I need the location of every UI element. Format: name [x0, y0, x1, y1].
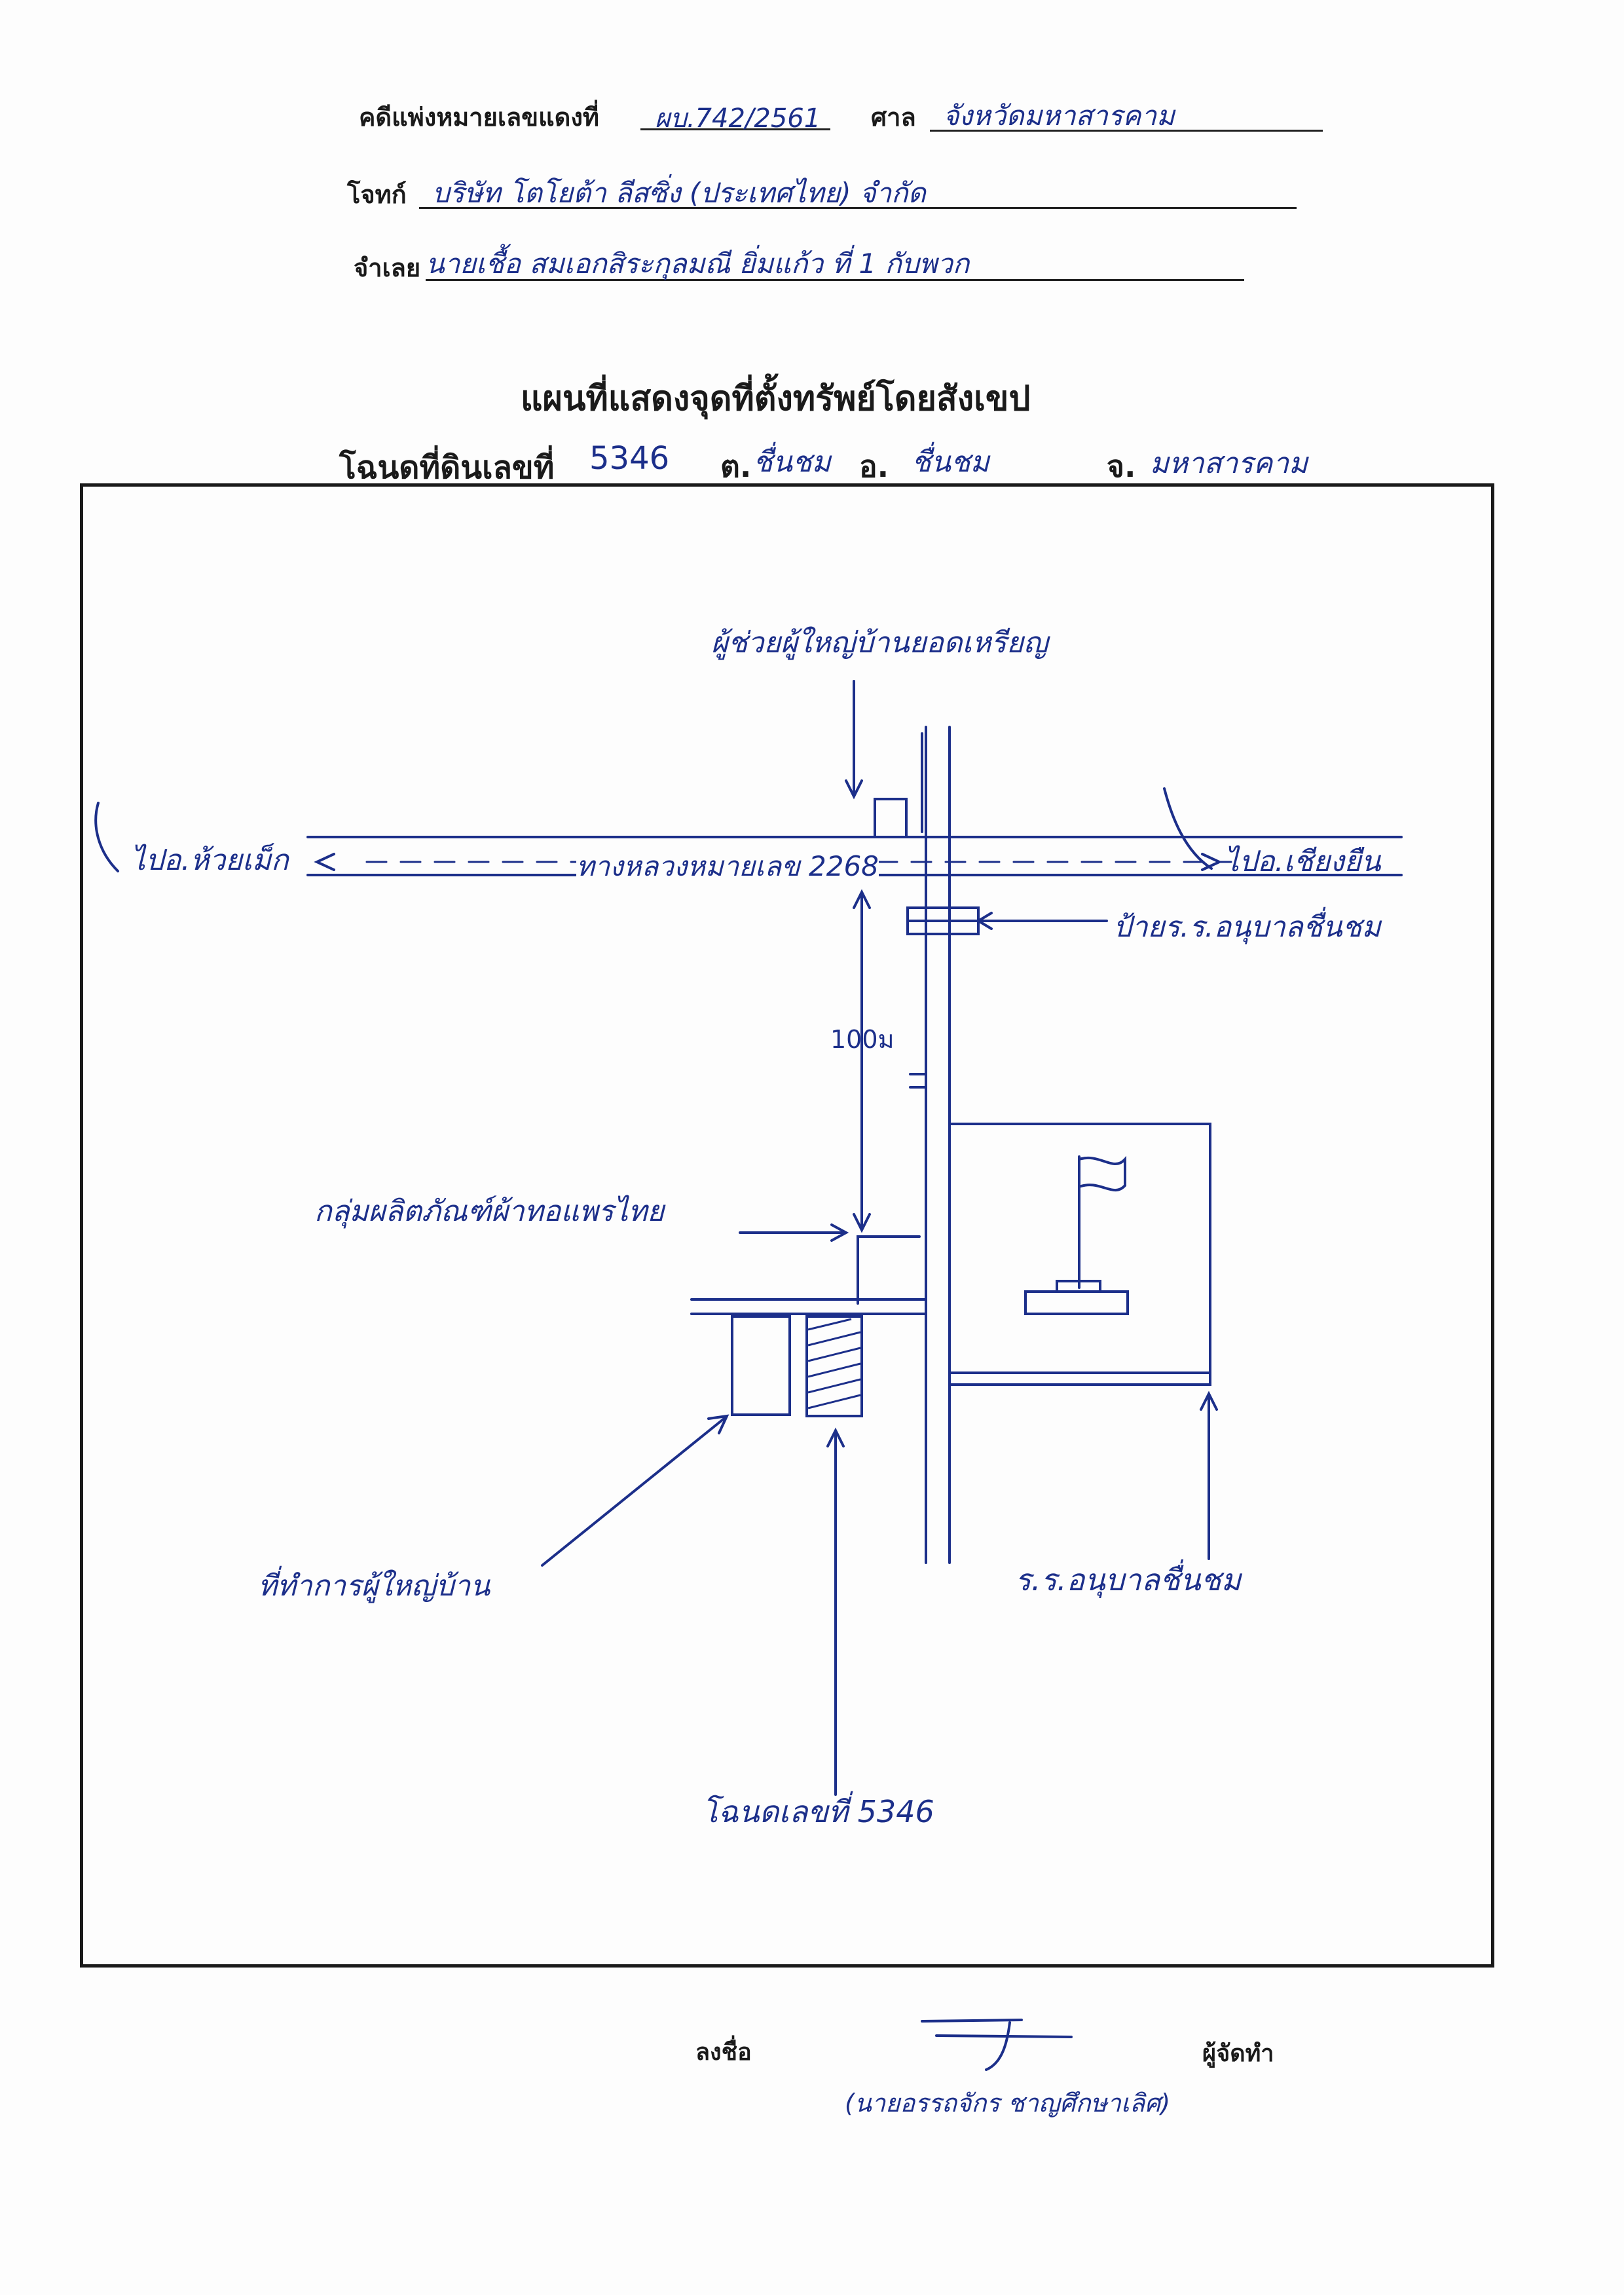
plaintiff-line	[419, 207, 1297, 209]
label-village-office: ที่ทำการผู้ใหญ่บ้าน	[258, 1569, 490, 1603]
changwat-value: มหาสารคาม	[1150, 447, 1308, 480]
map-frame	[80, 483, 1494, 1968]
defendant-value: นายเชื้อ สมเอกสิระกุลมณี ยิ่มแก้ว ที่ 1 …	[426, 248, 970, 280]
label-top-shop: ผู้ช่วยผู้ใหญ่บ้านยอดเหรียญ	[711, 626, 1048, 660]
distance-arrow-top	[853, 889, 871, 909]
distance-arrow-bottom	[853, 1213, 871, 1233]
label-school: ร.ร.อนุบาลชื่นชม	[1015, 1562, 1242, 1597]
right-direction-hook	[1163, 787, 1213, 870]
label-textile-group: กลุ่มผลิตภัณฑ์ผ้าทอแพรไทย	[314, 1195, 665, 1228]
maker-label: ผู้จัดทำ	[1202, 2040, 1274, 2067]
left-direction-hook	[94, 802, 119, 872]
deed-arrowhead	[826, 1427, 845, 1447]
flag-cloth	[1078, 1155, 1126, 1191]
flag-base-bottom	[1024, 1290, 1129, 1315]
group-shop-arrowhead	[830, 1223, 849, 1242]
amphoe-value: ชื่นชม	[912, 445, 989, 479]
group-shop-box	[857, 1235, 921, 1305]
label-right-direction: ไปอ.เชียงยืน	[1225, 845, 1381, 878]
plaintiff-value: บริษัท โตโยต้า ลีสซิ่ง (ประเทศไทย) จำกัด	[432, 177, 926, 209]
signer-name: (นายอรรถจักร ชาญศึกษาเลิศ)	[845, 2089, 1171, 2118]
defendant-line	[426, 279, 1244, 281]
label-school-sign: ป้ายร.ร.อนุบาลชื่นชม	[1113, 910, 1381, 944]
office-arrowhead	[707, 1414, 729, 1434]
plaintiff-label: โจทก์	[347, 180, 407, 209]
sign-arrowhead	[976, 912, 993, 930]
label-left-direction: ไปอ.ห้วยเม็ก	[131, 844, 289, 877]
case-number-line	[640, 128, 830, 130]
office-pointer	[541, 1416, 727, 1567]
top-shop-arrowhead	[845, 779, 863, 800]
deed-number: 5346	[589, 440, 670, 477]
court-line	[930, 130, 1323, 132]
defendant-label: จำเลย	[354, 253, 421, 282]
office-building	[731, 1315, 791, 1416]
deed-plot	[805, 1315, 863, 1417]
amphoe-label: อ.	[859, 449, 889, 484]
deed-label: โฉนดที่ดินเลขที่	[339, 449, 555, 486]
road-arrow-left	[314, 853, 335, 871]
label-deed-plot: โฉนดเลขที่ 5346	[702, 1794, 934, 1829]
page-title: แผนที่แสดงจุดที่ตั้งทรัพย์โดยสังเขป	[521, 379, 1031, 419]
tambon-label: ต.	[720, 449, 752, 484]
court-value: จังหวัดมหาสารคาม	[943, 100, 1175, 132]
school-arrowhead	[1200, 1390, 1218, 1411]
label-distance: 100ม	[830, 1025, 895, 1054]
tambon-value: ชื่นชม	[753, 445, 831, 479]
changwat-label: จ.	[1107, 449, 1136, 484]
sign-label: ลงชื่อ	[695, 2039, 752, 2066]
top-shop-box	[874, 798, 908, 838]
case-number-value: ผบ.742/2561	[655, 103, 821, 134]
school-compound	[948, 1123, 1211, 1386]
court-label: ศาล	[871, 103, 916, 132]
label-road-number: ทางหลวงหมายเลข 2268	[576, 845, 879, 888]
case-number-label: คดีแพ่งหมายเลขแดงที่	[359, 103, 599, 132]
